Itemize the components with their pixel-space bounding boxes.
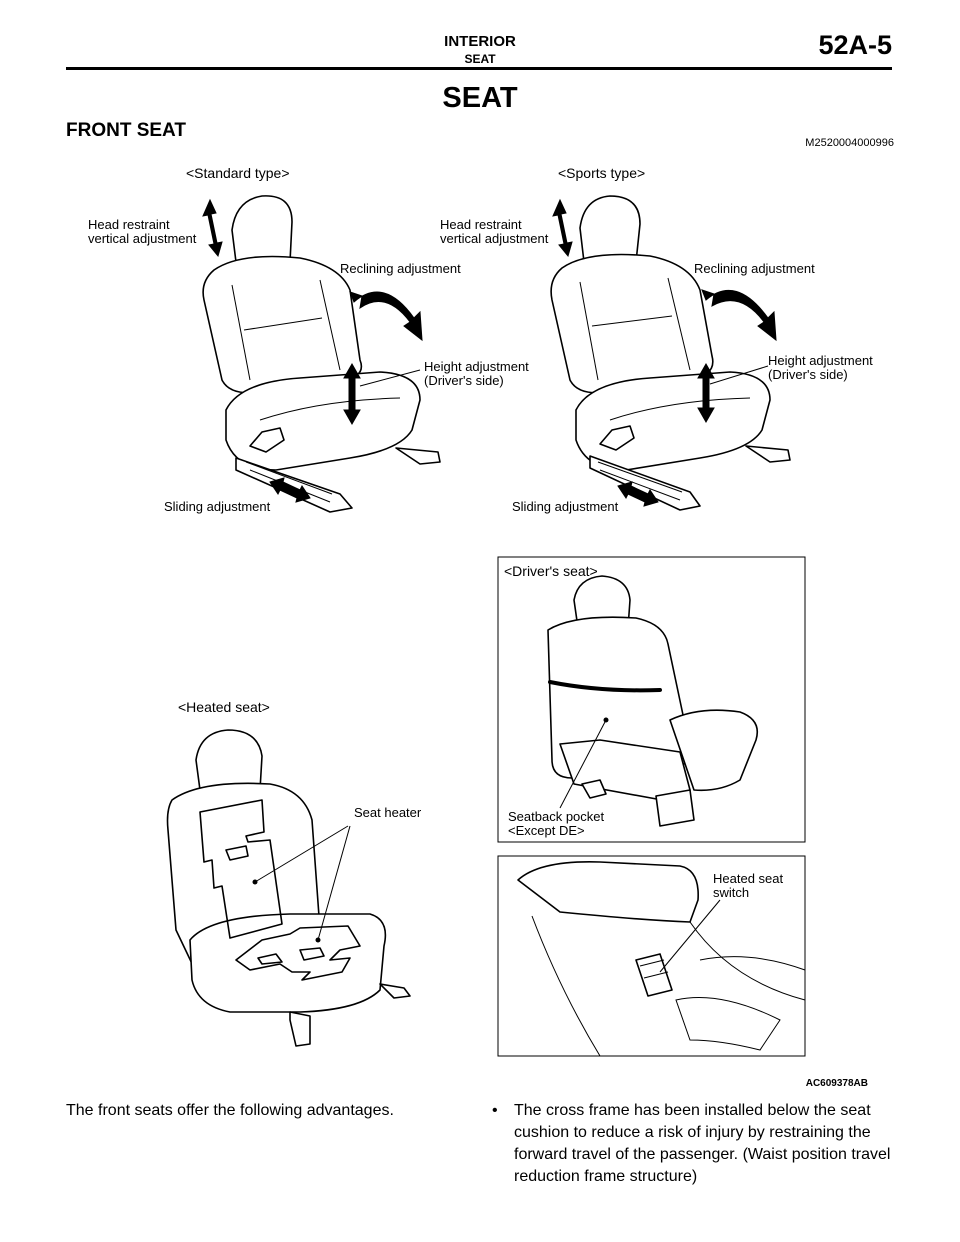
label-seatback-pocket: Seatback pocket <Except DE> (508, 809, 605, 838)
label-standard-reclining: Reclining adjustment (340, 261, 461, 276)
label-seat-heater: Seat heater (354, 805, 422, 820)
body-text-intro: The front seats offer the following adva… (66, 1102, 394, 1119)
switch-frame (497, 855, 806, 1057)
header-subsection: SEAT (464, 52, 496, 66)
label-sports-height: Height adjustment (Driver's side) (768, 353, 873, 382)
caption-drivers-seat: <Driver's seat> (504, 563, 598, 579)
caption-heated-seat: <Heated seat> (178, 699, 270, 715)
caption-sports-type: <Sports type> (558, 165, 646, 181)
bullet-text: The cross frame has been installed below… (514, 1102, 891, 1185)
switch-console-drawing (517, 861, 806, 1057)
label-sports-head-restraint: Head restraint vertical adjustment (440, 217, 549, 246)
sports-head-arrow (552, 198, 573, 258)
standard-head-arrow (202, 198, 223, 258)
label-sports-sliding: Sliding adjustment (512, 499, 619, 514)
caption-standard-type: <Standard type> (186, 165, 290, 181)
standard-seat-drawing (202, 195, 441, 513)
reference-code: M2520004000996 (805, 137, 894, 149)
standard-height-arrow (343, 362, 361, 426)
page-title: SEAT (442, 82, 518, 114)
label-standard-sliding: Sliding adjustment (164, 499, 271, 514)
heated-seat-drawing (166, 729, 411, 1047)
drivers-seat-drawing (547, 575, 759, 827)
section-title: FRONT SEAT (66, 120, 186, 141)
label-sports-reclining: Reclining adjustment (694, 261, 815, 276)
page-number: 52A-5 (818, 30, 892, 60)
figure-code: AC609378AB (805, 1078, 868, 1089)
sports-height-arrow (697, 362, 715, 424)
sports-slide-arrow (617, 481, 659, 507)
standard-slide-arrow (269, 477, 311, 503)
sports-seat-drawing (550, 195, 791, 511)
drivers-seat-frame (497, 556, 806, 843)
sports-recline-arrow (701, 289, 777, 342)
header-section: INTERIOR (444, 33, 516, 50)
header-rule (66, 67, 892, 70)
label-standard-height: Height adjustment (Driver's side) (424, 359, 529, 388)
bullet-item: • The cross frame has been installed bel… (492, 1100, 892, 1188)
label-heated-seat-switch: Heated seat switch (713, 871, 784, 900)
standard-recline-arrow (349, 291, 423, 342)
bullet-symbol: • (492, 1102, 498, 1119)
label-standard-head-restraint: Head restraint vertical adjustment (88, 217, 197, 246)
